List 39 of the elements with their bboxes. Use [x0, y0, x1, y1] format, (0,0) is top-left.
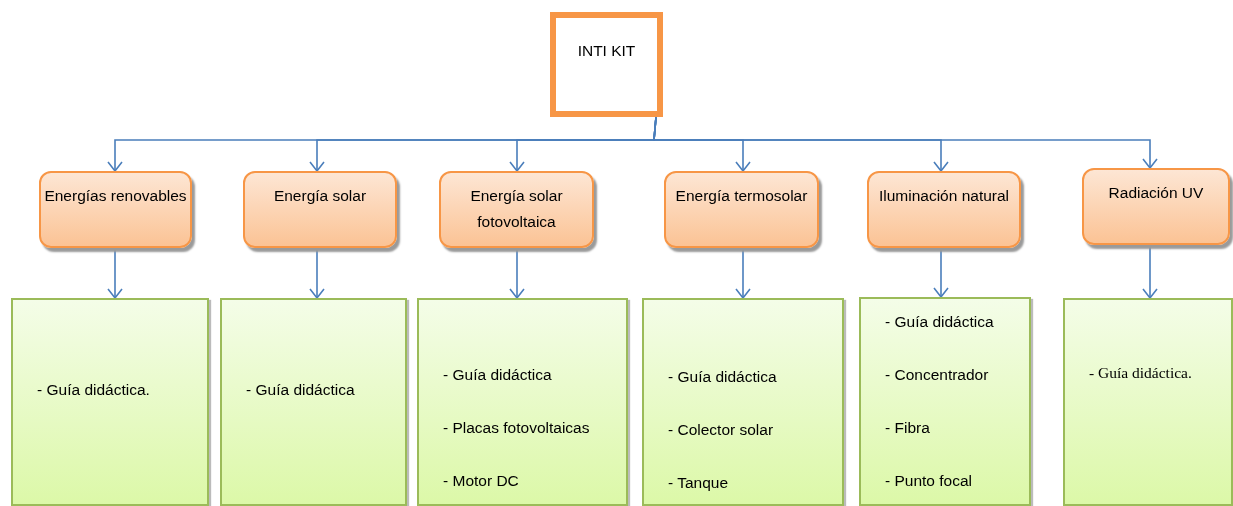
box-label: Energía solar [273, 186, 367, 206]
list-item: - Punto focal [885, 471, 973, 490]
arrow [107, 249, 123, 299]
category-box [39, 171, 192, 248]
category-box [439, 171, 594, 248]
list-item: - Guía didáctica [246, 380, 355, 399]
list-item: - Placas fotovoltaicas [443, 418, 590, 437]
category-box [664, 171, 819, 248]
arrow [509, 249, 525, 299]
list-item: - Guía didáctica. [37, 380, 150, 399]
box-label: Radiación UV [1108, 183, 1204, 203]
arrow [309, 249, 325, 299]
content-box [11, 298, 209, 506]
content-box [1063, 298, 1233, 506]
list-item: - Guía didáctica [668, 367, 777, 386]
list-item: - Guía didáctica [885, 312, 994, 331]
list-item: - Colector solar [668, 420, 774, 439]
content-box [417, 298, 628, 506]
content-box [642, 298, 844, 506]
content-box [859, 297, 1031, 506]
list-item: - Guía didáctica. [1089, 363, 1192, 382]
content-box [220, 298, 407, 506]
root-box [550, 12, 663, 117]
arrow [1142, 246, 1158, 299]
box-label: Energía termosolar [675, 186, 808, 206]
arrow [933, 249, 949, 298]
list-item: - Guía didáctica [443, 365, 552, 384]
list-item: - Motor DC [443, 471, 519, 490]
box-label: Energías renovables [44, 186, 187, 206]
category-box [243, 171, 397, 248]
box-label: Energía solar fotovoltaica [469, 186, 564, 232]
arrow [735, 249, 751, 299]
list-item: - Concentrador [885, 365, 989, 384]
list-item: - Tanque [668, 473, 729, 492]
category-box [1082, 168, 1230, 245]
box-label: INTI KIT [577, 42, 636, 59]
box-label: Iluminación natural [878, 186, 1010, 206]
list-item: - Fibra [885, 418, 930, 437]
category-box [867, 171, 1021, 248]
